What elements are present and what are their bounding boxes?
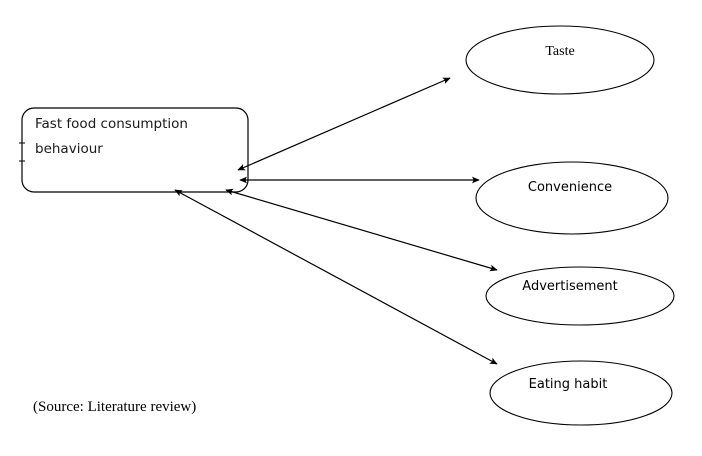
taste-ellipse[interactable] bbox=[465, 25, 655, 95]
connector-taste bbox=[237, 77, 451, 171]
source-note: (Source: Literature review) bbox=[33, 399, 197, 415]
fast-food-consumption-behaviour-box[interactable] bbox=[21, 107, 249, 193]
connector-advertisement bbox=[225, 188, 498, 272]
connector-eating-habit bbox=[174, 189, 498, 365]
convenience-ellipse[interactable] bbox=[475, 161, 669, 235]
advertisement-ellipse[interactable] bbox=[485, 266, 675, 326]
eating-habit-ellipse[interactable] bbox=[489, 360, 673, 426]
